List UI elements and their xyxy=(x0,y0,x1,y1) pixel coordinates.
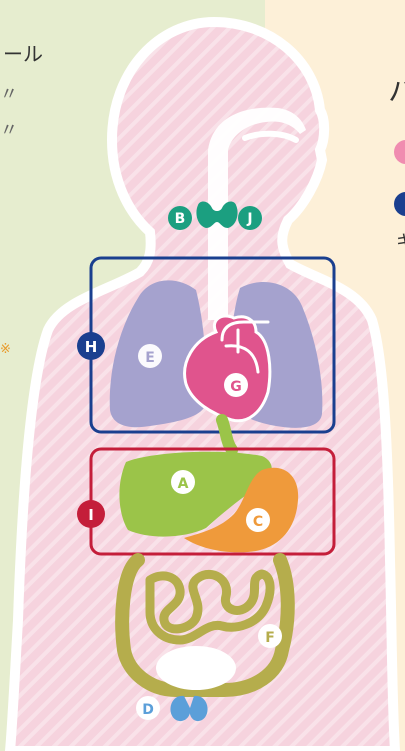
svg-text:F: F xyxy=(265,630,275,646)
marker-j[interactable]: J xyxy=(238,206,262,230)
marker-c[interactable]: C xyxy=(246,508,270,532)
svg-text:D: D xyxy=(142,702,154,718)
svg-text:A: A xyxy=(178,476,189,492)
svg-text:H: H xyxy=(85,338,98,356)
marker-b[interactable]: B xyxy=(168,206,192,230)
svg-text:E: E xyxy=(145,350,155,366)
marker-i[interactable]: I xyxy=(77,500,105,528)
svg-text:B: B xyxy=(175,211,186,227)
marker-f[interactable]: F xyxy=(258,624,282,648)
bladder xyxy=(156,646,236,690)
left-text-line-1: ール xyxy=(3,38,43,67)
marker-d[interactable]: D xyxy=(136,696,160,720)
svg-text:J: J xyxy=(246,211,252,227)
right-text-char: キ xyxy=(396,228,405,254)
svg-text:I: I xyxy=(88,506,94,524)
marker-g[interactable]: G xyxy=(224,373,248,397)
left-note-mark: ※ xyxy=(0,342,11,357)
left-text-line-3: 〃 xyxy=(0,116,18,142)
svg-text:G: G xyxy=(230,379,242,395)
left-text-line-2: 〃 xyxy=(0,80,18,106)
svg-text:C: C xyxy=(253,514,263,530)
right-title-char: ハ xyxy=(388,70,405,110)
marker-e[interactable]: E xyxy=(138,344,162,368)
marker-h[interactable]: H xyxy=(77,332,105,360)
marker-a[interactable]: A xyxy=(171,470,195,494)
